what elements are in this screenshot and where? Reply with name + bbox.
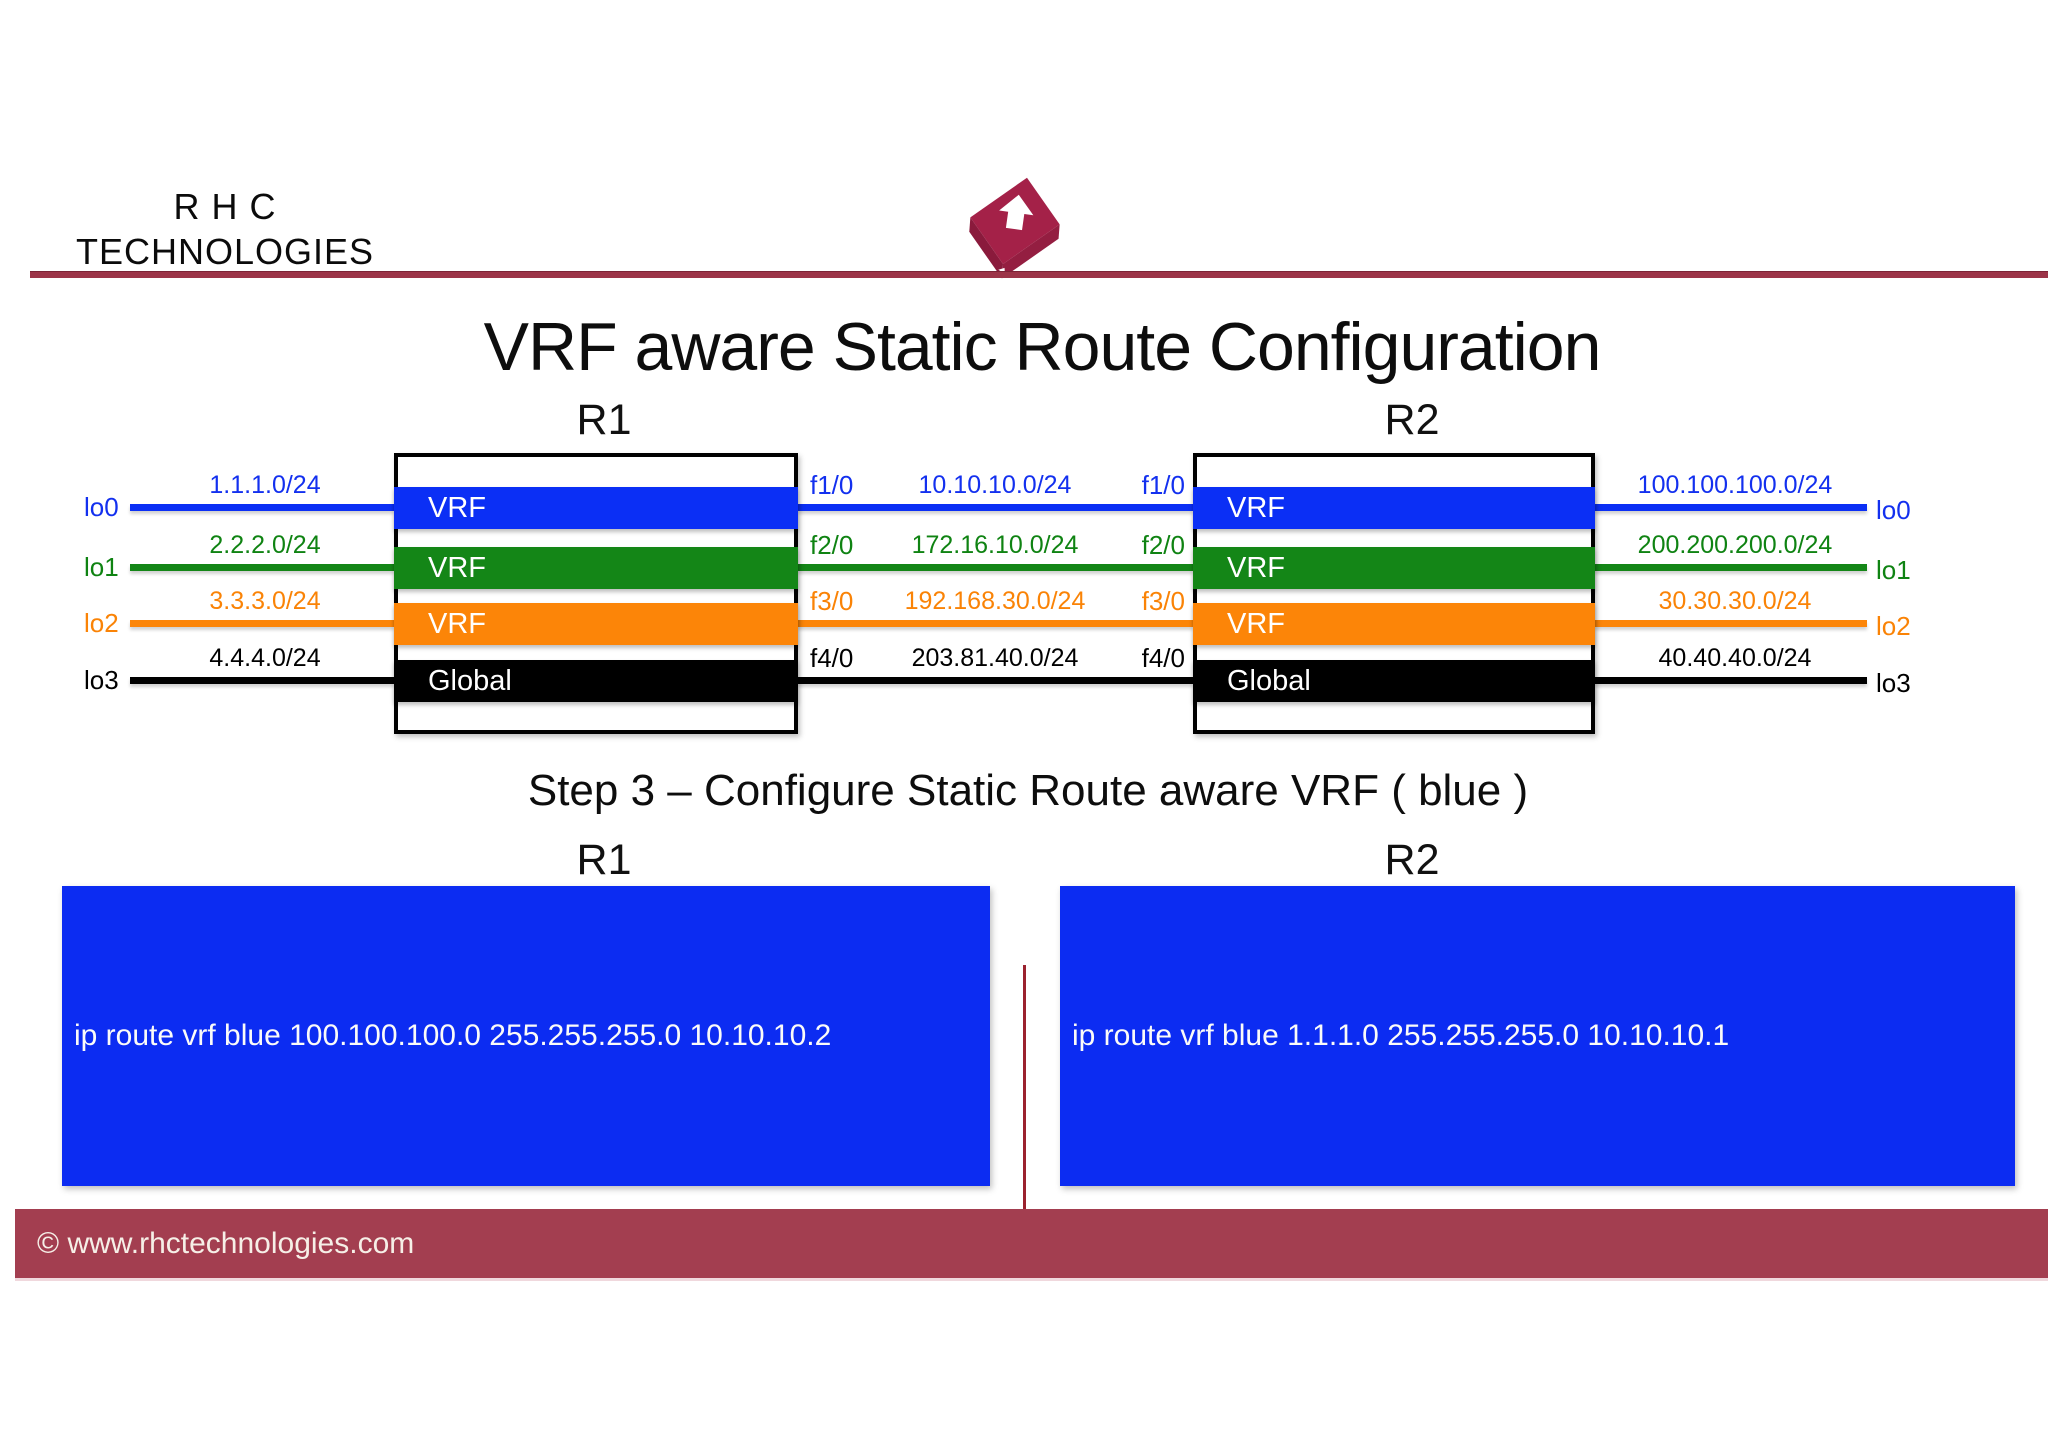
step-r1-heading: R1 (576, 836, 632, 884)
r2-interface-label: f3/0 (1141, 586, 1185, 616)
r2-command-text: ip route vrf blue 1.1.1.0 255.255.255.0 … (1072, 1019, 1730, 1052)
r2-loopback-wire (1595, 504, 1867, 511)
r2-network-label: 100.100.100.0/24 (1637, 471, 1833, 499)
r1-loopback-wire (130, 677, 394, 684)
r2-loopback-label: lo0 (1876, 495, 1911, 525)
r1-vrf-band-green: VRF (394, 547, 798, 589)
r2-interface-label: f1/0 (1141, 470, 1185, 500)
slide-title: VRF aware Static Route Configuration (483, 309, 1602, 385)
r1-loopback-label: lo0 (84, 492, 119, 522)
r1-heading: R1 (576, 396, 632, 444)
r1-interface-label: f3/0 (810, 586, 854, 616)
r1-loopback-wire (130, 620, 394, 627)
r2-network-label: 200.200.200.0/24 (1637, 531, 1833, 559)
step-r2-heading: R2 (1384, 836, 1440, 884)
footer-bar: © www.rhctechnologies.com (15, 1209, 2048, 1278)
r2-loopback-label: lo3 (1876, 668, 1911, 698)
r2-router-box: VRF VRF VRF Global (1193, 453, 1595, 734)
r1-loopback-label: lo2 (84, 608, 119, 638)
r2-vrf-band-green: VRF (1193, 547, 1595, 589)
r1-loopback-wire (130, 504, 394, 511)
r1-loopback-label: lo3 (84, 665, 119, 695)
r1-interface-label: f2/0 (810, 530, 854, 560)
r2-vrf-band-blue: VRF (1193, 487, 1595, 529)
r1-network-label: 2.2.2.0/24 (209, 531, 321, 559)
r1-loopback-label: lo1 (84, 552, 119, 582)
link-wire (798, 504, 1193, 511)
footer-bottom-edge (15, 1278, 2048, 1281)
command-divider-line (1023, 965, 1026, 1209)
r2-interface-label: f2/0 (1141, 530, 1185, 560)
r1-network-label: 4.4.4.0/24 (209, 644, 321, 672)
link-network-label: 10.10.10.0/24 (918, 471, 1072, 499)
header-divider-line (30, 271, 2048, 278)
r2-network-label: 30.30.30.0/24 (1658, 587, 1812, 615)
link-wire (798, 677, 1193, 684)
r1-interface-label: f1/0 (810, 470, 854, 500)
r2-loopback-label: lo1 (1876, 555, 1911, 585)
r1-vrf-band-blue: VRF (394, 487, 798, 529)
r2-loopback-label: lo2 (1876, 611, 1911, 641)
link-wire (798, 620, 1193, 627)
r2-loopback-wire (1595, 564, 1867, 571)
r2-interface-label: f4/0 (1141, 643, 1185, 673)
r1-command-text: ip route vrf blue 100.100.100.0 255.255.… (74, 1019, 832, 1052)
r1-loopback-wire (130, 564, 394, 571)
link-network-label: 192.168.30.0/24 (904, 587, 1086, 615)
r2-vrf-band-orange: VRF (1193, 603, 1595, 645)
r2-loopback-wire (1595, 620, 1867, 627)
r1-network-label: 1.1.1.0/24 (209, 471, 321, 499)
brand-text-block: R H C TECHNOLOGIES (60, 184, 390, 274)
link-network-label: 203.81.40.0/24 (911, 644, 1079, 672)
footer-copyright: © www.rhctechnologies.com (37, 1227, 415, 1260)
r1-global-band: Global (394, 660, 798, 702)
r2-global-band: Global (1193, 660, 1595, 702)
step-heading: Step 3 – Configure Static Route aware VR… (527, 766, 1529, 815)
r1-interface-label: f4/0 (810, 643, 854, 673)
r1-router-box: VRF VRF VRF Global (394, 453, 798, 734)
r2-network-label: 40.40.40.0/24 (1658, 644, 1812, 672)
link-network-label: 172.16.10.0/24 (911, 531, 1079, 559)
brand-line2: TECHNOLOGIES (75, 231, 375, 272)
rhc-logo-icon (969, 177, 1060, 279)
brand-line1: R H C (173, 186, 277, 227)
r2-heading: R2 (1384, 396, 1440, 444)
r2-loopback-wire (1595, 677, 1867, 684)
r1-vrf-band-orange: VRF (394, 603, 798, 645)
r2-command-box: ip route vrf blue 1.1.1.0 255.255.255.0 … (1060, 886, 2015, 1186)
r1-network-label: 3.3.3.0/24 (209, 587, 321, 615)
r1-command-box: ip route vrf blue 100.100.100.0 255.255.… (62, 886, 990, 1186)
link-wire (798, 564, 1193, 571)
